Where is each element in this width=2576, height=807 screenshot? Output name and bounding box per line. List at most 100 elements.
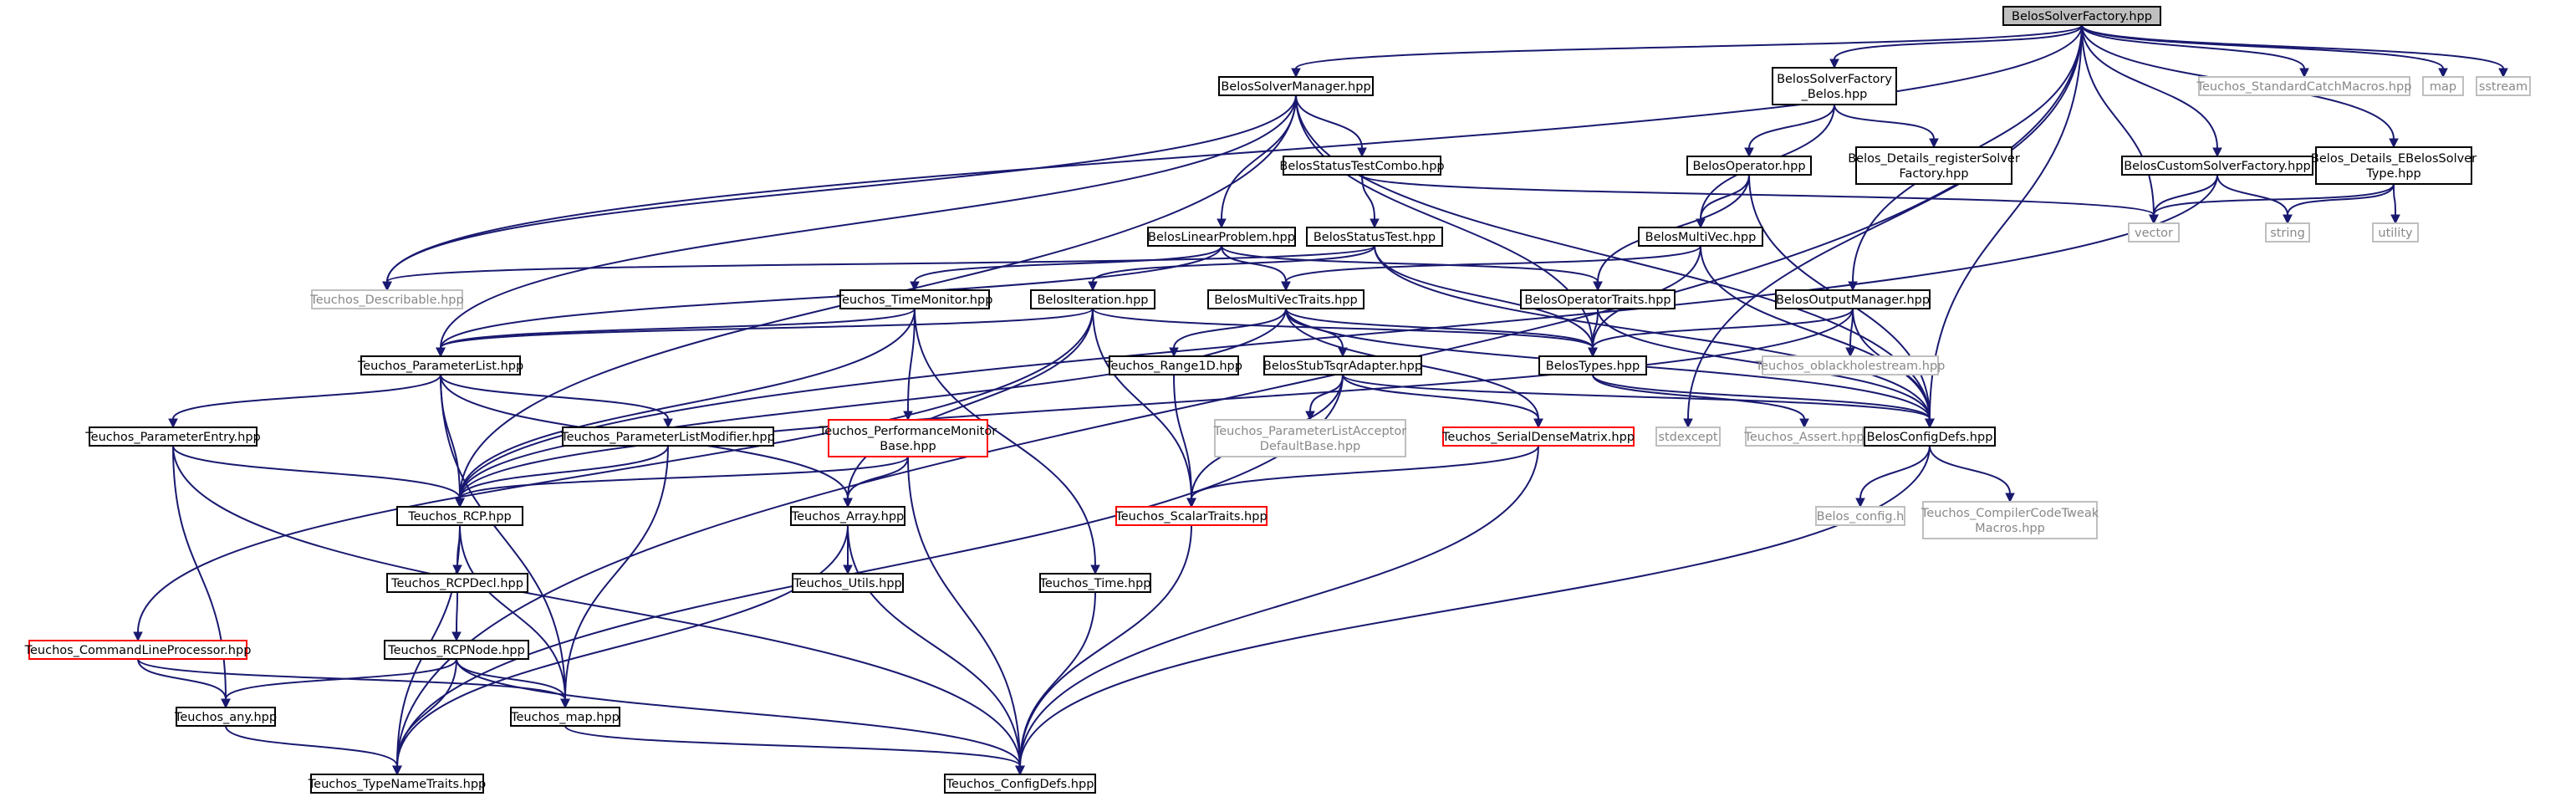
header-node-stdexcept: stdexcept (1655, 426, 1721, 447)
header-node-label: Teuchos_CompilerCodeTweak (1921, 507, 2099, 520)
header-node-label: Teuchos_ParameterEntry.hpp (84, 431, 261, 444)
header-node-lp[interactable]: BelosLinearProblem.hpp (1147, 227, 1296, 247)
header-node-array[interactable]: Teuchos_Array.hpp (790, 506, 905, 526)
header-node-label: DefaultBase.hpp (1260, 440, 1361, 453)
header-node-label: Type.hpp (2365, 167, 2421, 181)
header-node-tnt[interactable]: Teuchos_TypeNameTraits.hpp (308, 774, 486, 794)
header-node-opt[interactable]: BelosOperatorTraits.hpp (1520, 289, 1676, 309)
header-node-pe[interactable]: Teuchos_ParameterEntry.hpp (84, 426, 261, 447)
header-node-time[interactable]: Teuchos_Time.hpp (1038, 573, 1151, 593)
dependency-edge (456, 658, 570, 709)
header-node-label: BelosTypes.hpp (1546, 360, 1640, 373)
header-node-sdm[interactable]: Teuchos_SerialDenseMatrix.hpp (1441, 426, 1635, 447)
dependency-edge (2390, 183, 2400, 225)
header-node-root[interactable]: BelosSolverFactory.hpp (2002, 6, 2161, 26)
dependency-edge (2081, 24, 2508, 79)
header-node-scalar[interactable]: Teuchos_ScalarTraits.hpp (1115, 506, 1268, 526)
header-node-label: BelosSolverManager.hpp (1221, 80, 1370, 94)
header-node-label: Teuchos_Utils.hpp (793, 577, 901, 590)
header-node-label: Teuchos_StandardCatchMacros.hpp (2196, 80, 2412, 94)
header-node-label: BelosMultiVecTraits.hpp (1214, 294, 1358, 307)
header-node-label: sstream (2479, 80, 2528, 94)
header-node-oblack: Teuchos_oblackholestream.hpp (1755, 355, 1945, 375)
header-node-label: BelosMultiVec.hpp (1645, 231, 1757, 244)
header-node-om[interactable]: BelosOutputManager.hpp (1775, 289, 1931, 309)
header-node-tmap[interactable]: Teuchos_map.hpp (510, 707, 620, 727)
header-node-tcfg[interactable]: Teuchos_ConfigDefs.hpp (944, 774, 1096, 794)
header-node-label: BelosStatusTestCombo.hpp (1279, 160, 1444, 173)
dependency-edge (436, 94, 1297, 358)
header-node-st[interactable]: BelosStatusTest.hpp (1306, 227, 1443, 247)
header-node-clp[interactable]: Teuchos_CommandLineProcessor.hpp (24, 640, 252, 660)
header-node-any[interactable]: Teuchos_any.hpp (174, 707, 277, 727)
dependency-edge (221, 658, 457, 709)
header-node-rcpnode[interactable]: Teuchos_RCPNode.hpp (384, 640, 529, 660)
header-node-cfg[interactable]: BelosConfigDefs.hpp (1864, 426, 1996, 447)
dependency-edge (2081, 24, 2309, 79)
header-node-mv[interactable]: BelosMultiVec.hpp (1638, 227, 1763, 247)
header-node-sfb[interactable]: BelosSolverFactory_Belos.hpp (1772, 67, 1897, 105)
header-node-sstream: sstream (2476, 76, 2531, 96)
dependency-edge (914, 308, 1100, 575)
header-node-label: BelosStatusTest.hpp (1314, 231, 1436, 244)
header-node-assert: Teuchos_Assert.hpp (1743, 426, 1864, 447)
dependency-edge (1588, 308, 1854, 358)
header-node-label: string (2270, 227, 2305, 240)
dependency-edge (455, 456, 909, 508)
header-node-stc[interactable]: BelosStatusTestCombo.hpp (1279, 156, 1445, 176)
header-node-plm[interactable]: Teuchos_ParameterListModifier.hpp (560, 426, 775, 447)
header-node-label: Macros.hpp (1975, 522, 2045, 535)
header-node-tmon[interactable]: Teuchos_TimeMonitor.hpp (836, 289, 993, 309)
header-node-label: Teuchos_ConfigDefs.hpp (946, 778, 1094, 791)
dependency-edge (1291, 24, 2083, 79)
dependency-edge (392, 24, 2083, 776)
dependency-edge (382, 245, 1375, 292)
header-node-label: Teuchos_RCP.hpp (407, 510, 512, 524)
dependency-edge (1683, 24, 2083, 429)
dependency-edge (133, 308, 1094, 642)
header-node-label: BelosOperator.hpp (1692, 160, 1805, 173)
header-node-op[interactable]: BelosOperator.hpp (1686, 156, 1812, 176)
dependency-edge (2149, 183, 2395, 225)
header-node-label: BelosStubTsqrAdapter.hpp (1263, 360, 1422, 373)
header-node-rcpdecl[interactable]: Teuchos_RCPDecl.hpp (386, 573, 528, 593)
dependency-edge (1281, 245, 1701, 292)
header-node-tsqr[interactable]: BelosStubTsqrAdapter.hpp (1263, 355, 1422, 375)
header-node-types[interactable]: BelosTypes.hpp (1538, 355, 1647, 375)
header-node-r1d[interactable]: Teuchos_Range1D.hpp (1104, 355, 1242, 375)
dependency-edge (1169, 308, 1287, 358)
dependency-edge (1342, 374, 1543, 429)
header-node-bconfig: Belos_config.h (1815, 506, 1905, 526)
header-node-csf[interactable]: BelosCustomSolverFactory.hpp (2121, 156, 2313, 176)
dependency-edge (1929, 445, 2015, 503)
dependency-edge (1295, 94, 1367, 158)
header-node-label: Teuchos_Array.hpp (791, 510, 905, 524)
dependency-edge (1186, 445, 1539, 508)
header-node-label: Teuchos_SerialDenseMatrix.hpp (1441, 431, 1635, 444)
header-node-utils[interactable]: Teuchos_Utils.hpp (792, 573, 904, 593)
header-node-mgr[interactable]: BelosSolverManager.hpp (1218, 76, 1374, 96)
header-node-label: BelosConfigDefs.hpp (1867, 431, 1993, 444)
header-node-iter[interactable]: BelosIteration.hpp (1030, 289, 1155, 309)
header-nodes: BelosSolverFactory.hppBelosSolverManager… (24, 6, 2531, 794)
dependency-edge (1925, 24, 2083, 429)
header-node-label: Teuchos_map.hpp (510, 711, 620, 724)
header-node-label: Factory.hpp (1899, 167, 1968, 181)
dependency-edge (172, 445, 465, 508)
header-node-map: map (2422, 76, 2464, 96)
header-node-pl[interactable]: Teuchos_ParameterList.hpp (357, 355, 523, 375)
dependency-edge (1855, 445, 1931, 508)
header-node-mvt[interactable]: BelosMultiVecTraits.hpp (1207, 289, 1365, 309)
header-node-label: BelosIteration.hpp (1037, 294, 1148, 307)
dependency-edge (1592, 374, 1809, 429)
header-node-rcp[interactable]: Teuchos_RCP.hpp (396, 506, 523, 526)
dependency-edge (1592, 374, 1935, 429)
dependency-edge (168, 374, 441, 429)
header-node-label: Teuchos_ScalarTraits.hpp (1115, 510, 1267, 524)
header-node-label: utility (2378, 227, 2413, 240)
dependency-edge (392, 658, 457, 776)
dependency-edge (1361, 174, 2159, 225)
